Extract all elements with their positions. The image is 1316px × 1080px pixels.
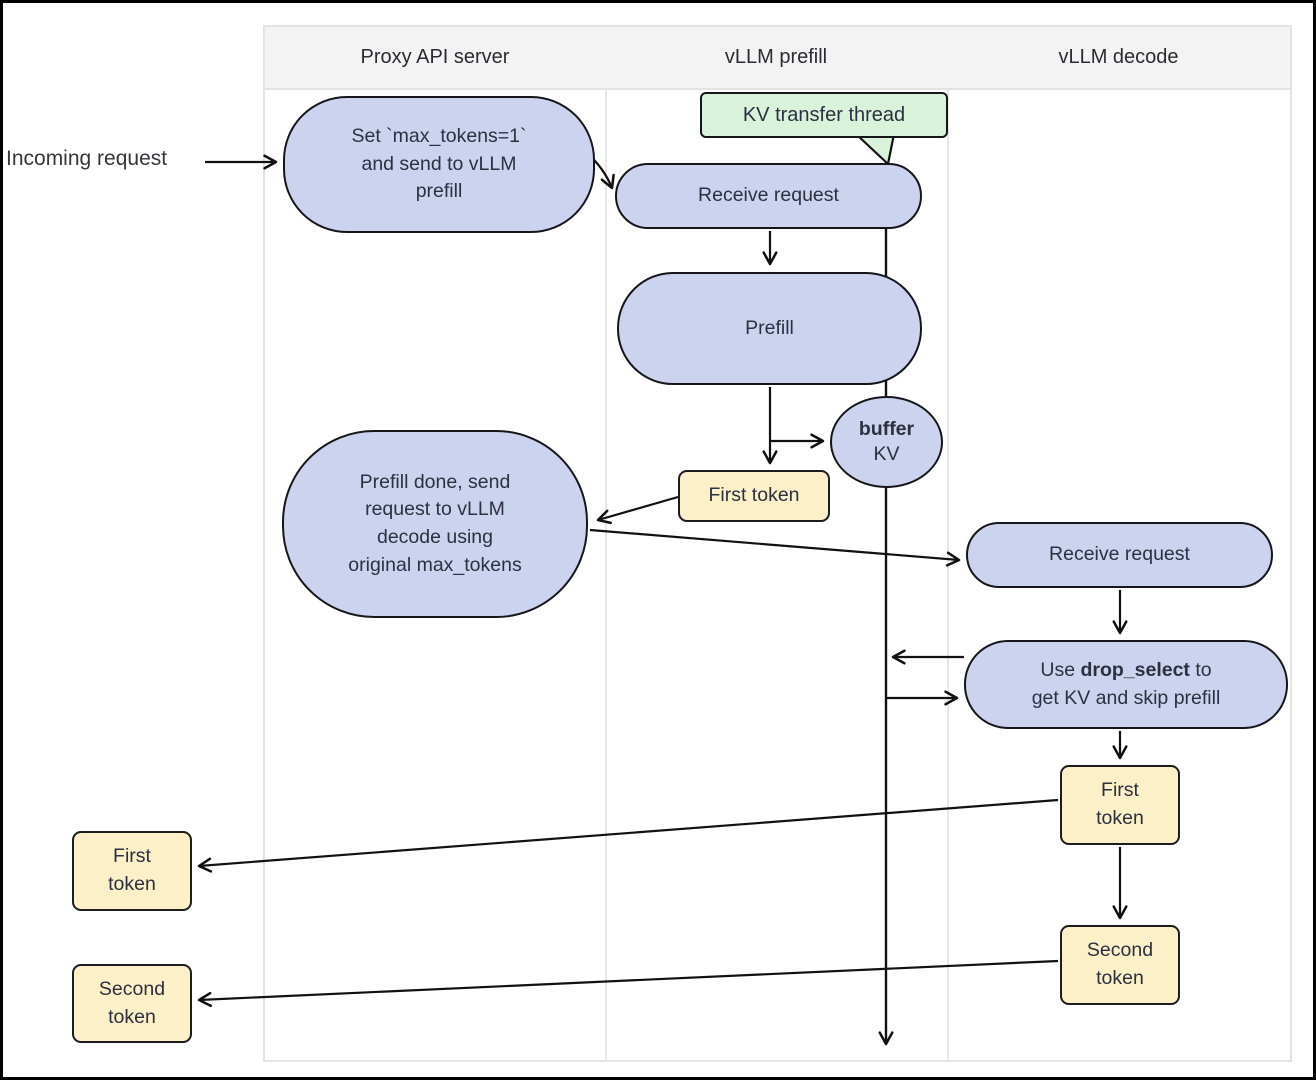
node-receive-request-decode: Receive request <box>966 522 1273 588</box>
node-set-max-tokens: Set `max_tokens=1` and send to vLLM pref… <box>283 96 595 233</box>
drop-select-line1: Use drop_select to <box>1040 657 1211 685</box>
lane-header-decode: vLLM decode <box>1058 46 1179 68</box>
drop-select-bold-text: drop_select <box>1080 658 1190 681</box>
lane-header-row: Proxy API server vLLM prefill vLLM decod… <box>265 27 1290 90</box>
buffer-kv-text: KV <box>873 443 900 465</box>
lane-header-prefill: vLLM prefill <box>724 46 828 68</box>
node-receive-request-prefill: Receive request <box>615 163 922 229</box>
token-first-decode: First token <box>1060 765 1180 845</box>
arrow-first-token-out <box>197 798 1059 873</box>
token-first-prefill: First token <box>678 470 830 522</box>
arrow-to-decode-receive <box>589 528 961 567</box>
drop-select-line2: get KV and skip prefill <box>1031 686 1221 709</box>
token-second-output: Second token <box>72 964 192 1043</box>
token-second-decode: Second token <box>1060 925 1180 1005</box>
token-first-output: First token <box>72 831 192 911</box>
drop-select-suffix: to <box>1189 658 1212 681</box>
lane-divider-2 <box>947 27 949 1060</box>
drop-select-prefix: Use <box>1040 658 1081 681</box>
kv-thread-tail <box>853 132 896 167</box>
node-prefill: Prefill <box>617 272 922 385</box>
arrow-token-to-prefill-done <box>596 495 679 525</box>
kv-transfer-thread-callout: KV transfer thread <box>700 92 948 138</box>
arrow-second-token-out <box>197 959 1059 1008</box>
incoming-request-label: Incoming request <box>6 147 168 170</box>
buffer-kv-bold-text: buffer <box>858 417 915 440</box>
lane-divider-1 <box>605 27 607 1060</box>
node-drop-select: Use drop_select to get KV and skip prefi… <box>964 640 1288 729</box>
node-prefill-done: Prefill done, send request to vLLM decod… <box>282 430 588 618</box>
node-buffer-kv: buffer KV <box>830 396 943 488</box>
lane-header-proxy: Proxy API server <box>360 46 510 68</box>
